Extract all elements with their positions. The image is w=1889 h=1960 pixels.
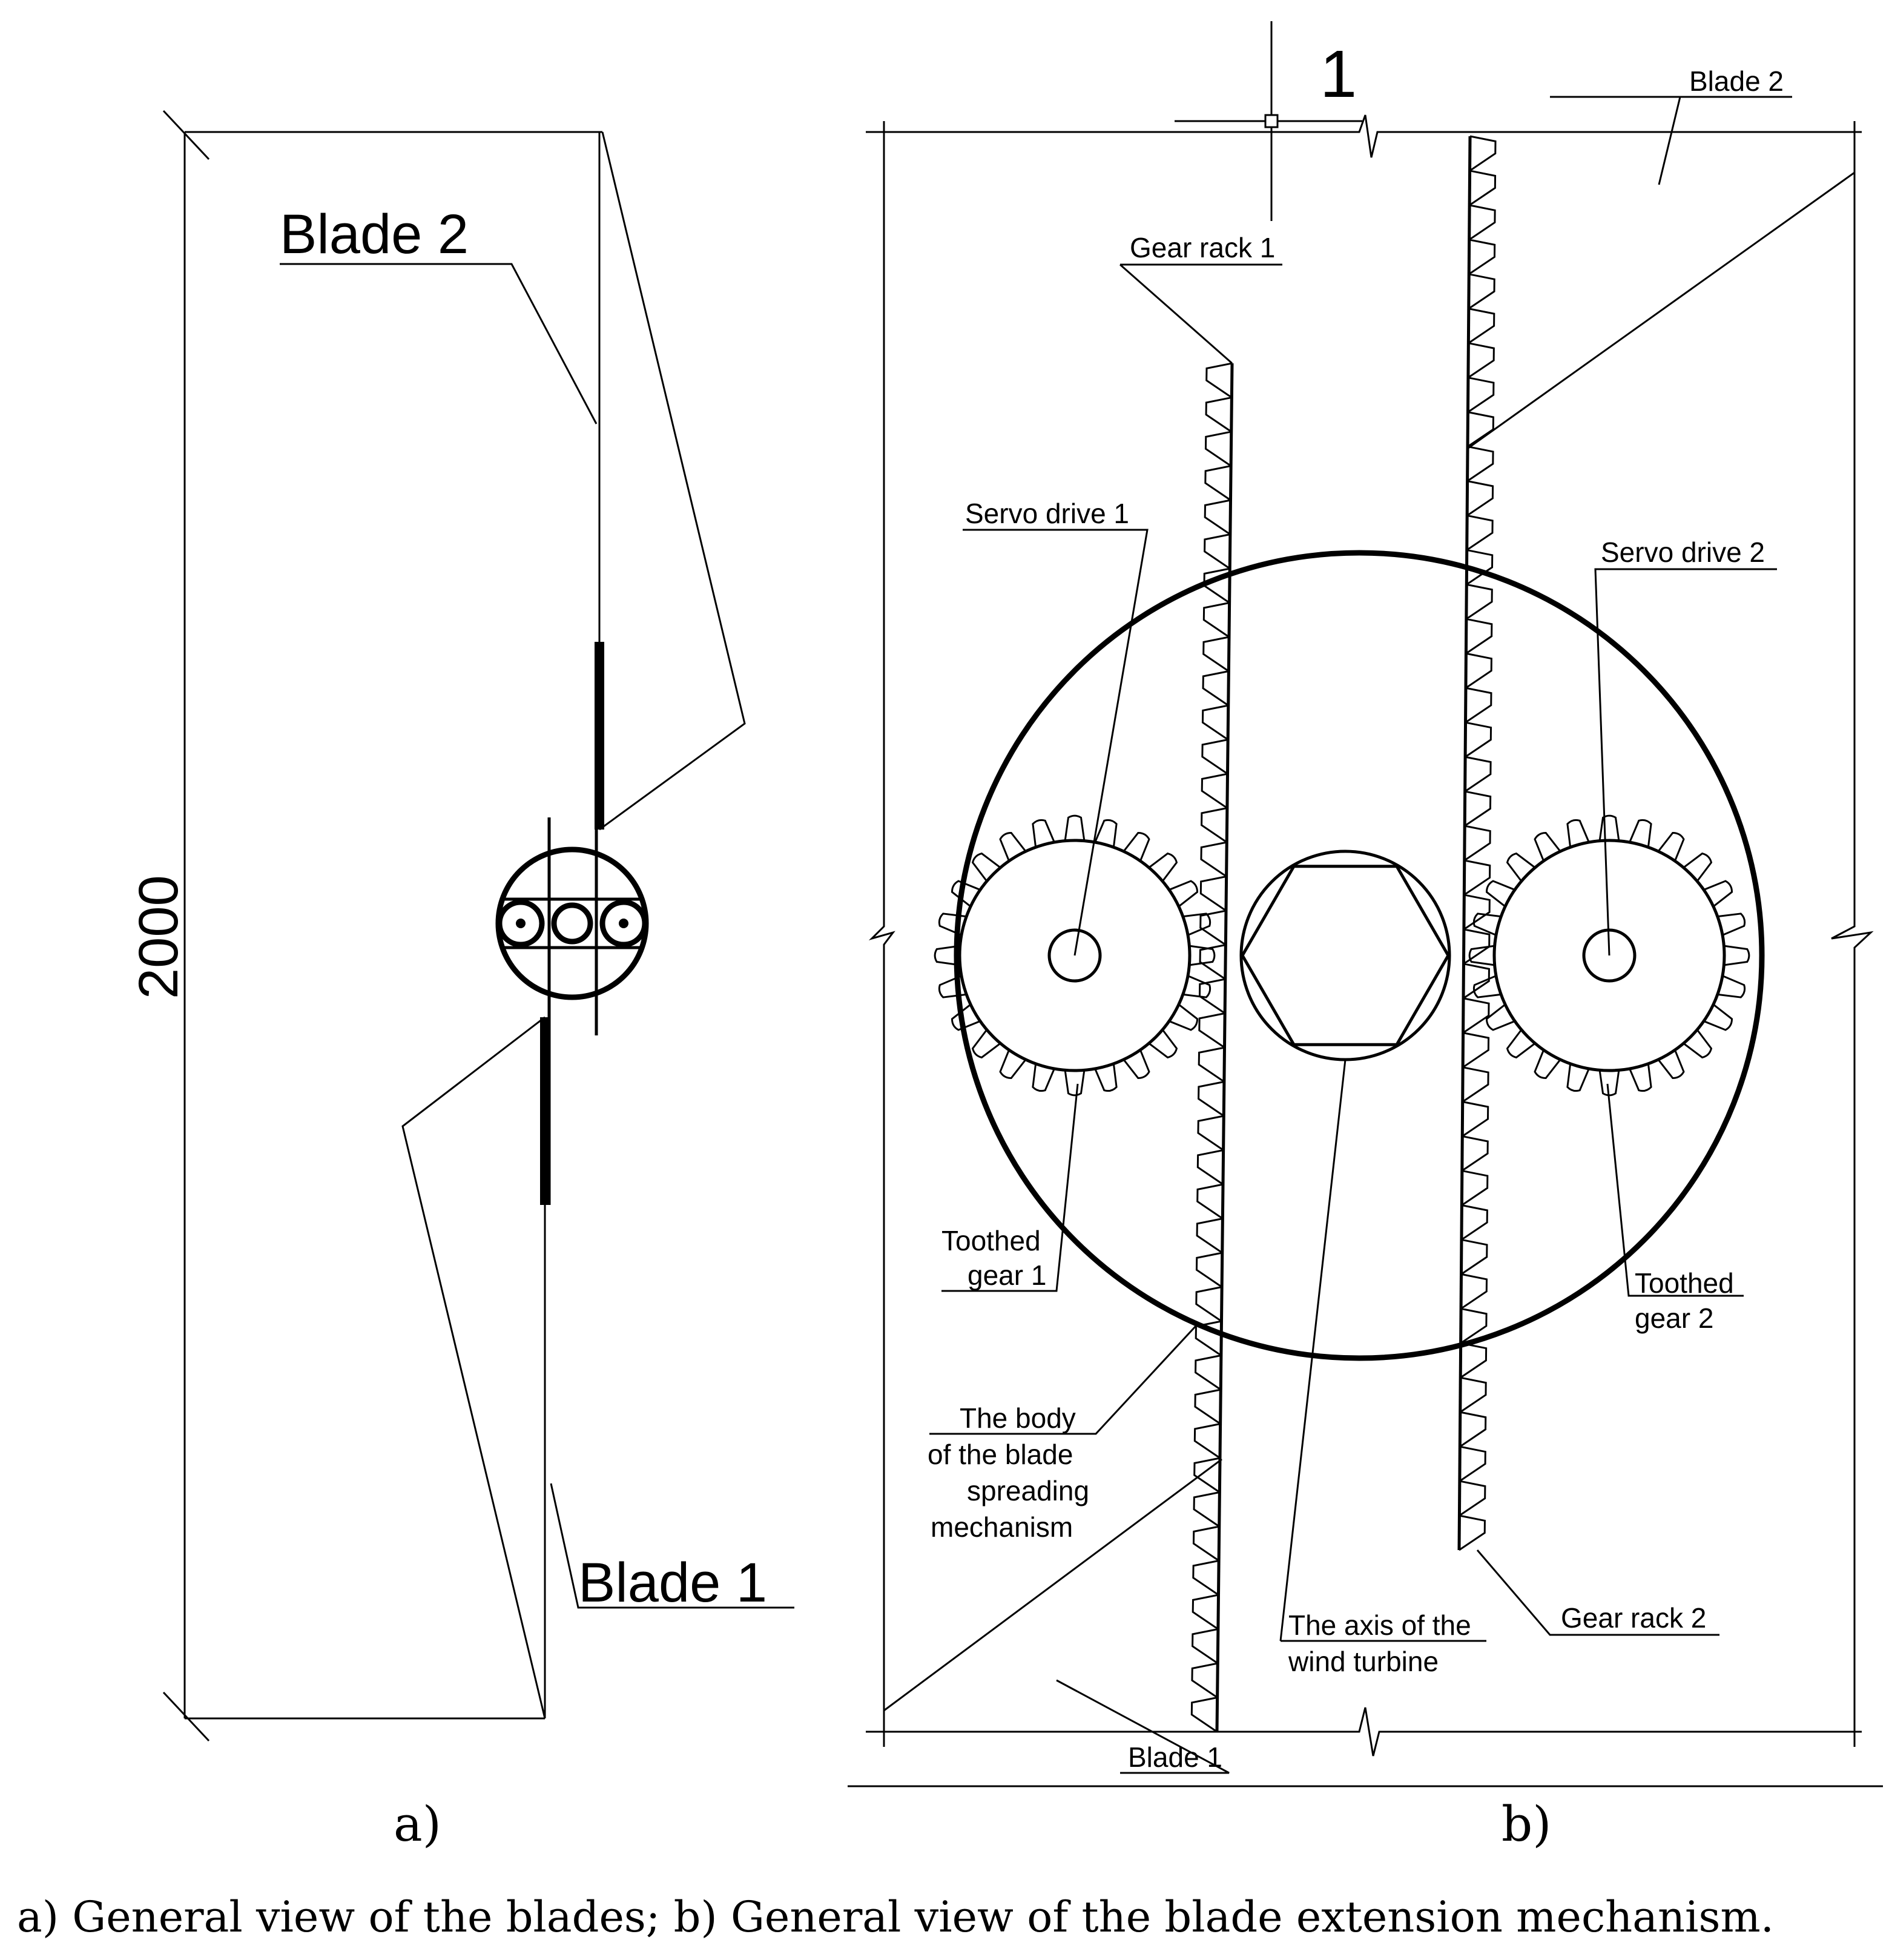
servo-shaft-1 xyxy=(1047,928,1102,983)
label-body-line3: spreading xyxy=(967,1475,1089,1506)
label-toothed-gear-2-line2: gear 2 xyxy=(1635,1302,1713,1334)
rack-1-teeth xyxy=(1190,362,1233,1733)
blade-outline xyxy=(162,110,746,1742)
dimension-2000: 2000 xyxy=(128,875,190,999)
blade-2-edge xyxy=(1468,171,1855,449)
label-toothed-gear-2-line1: Toothed xyxy=(1635,1267,1734,1299)
label-blade-2-a: Blade 2 xyxy=(280,203,469,265)
label-blade-2-b: Blade 2 xyxy=(1689,65,1784,97)
view-a-general-blades: Blade 2 Blade 1 2000 a) xyxy=(128,110,794,1852)
label-blade-1-b: Blade 1 xyxy=(1128,1741,1222,1773)
blade-1-leader xyxy=(550,1483,794,1609)
label-gear-rack-2: Gear rack 2 xyxy=(1561,1602,1706,1634)
gear-rack-1 xyxy=(1190,362,1234,1733)
servo-shaft-2 xyxy=(1582,928,1637,983)
label-body-line1: The body xyxy=(960,1402,1076,1434)
leaders-b xyxy=(929,96,1792,1774)
label-body-line4: mechanism xyxy=(931,1511,1073,1543)
label-servo-drive-2: Servo drive 2 xyxy=(1601,536,1765,568)
label-blade-1-a: Blade 1 xyxy=(578,1552,767,1614)
gear-1-teeth xyxy=(934,814,1216,1097)
figure-caption: a) General view of the blades; b) Genera… xyxy=(17,1892,1774,1942)
gear-2-teeth xyxy=(1468,814,1750,1097)
label-body-line2: of the blade xyxy=(928,1439,1073,1470)
sub-label-b: b) xyxy=(1502,1796,1551,1852)
section-mark-1: 1 xyxy=(1320,37,1357,111)
blade-shafts xyxy=(540,642,604,1205)
label-toothed-gear-1-line1: Toothed xyxy=(941,1225,1041,1256)
label-gear-rack-1: Gear rack 1 xyxy=(1130,232,1275,263)
blade-1-edge xyxy=(883,1458,1222,1712)
sub-label-a: a) xyxy=(394,1796,441,1852)
toothed-gear-2 xyxy=(1468,814,1750,1097)
toothed-gear-1 xyxy=(934,814,1216,1097)
label-axis-line2: wind turbine xyxy=(1288,1646,1439,1677)
label-servo-drive-1: Servo drive 1 xyxy=(965,498,1129,529)
rack-2-teeth xyxy=(1459,135,1497,1551)
mechanism-body-circle xyxy=(954,550,1765,1361)
gear-rack-2 xyxy=(1457,135,1497,1551)
view-b-extension-mechanism: 1 Blade 2 Gear rack 1 Servo drive 1 Serv… xyxy=(848,21,1883,1852)
label-toothed-gear-1-line2: gear 1 xyxy=(968,1259,1046,1291)
hub-assembly xyxy=(495,846,649,1000)
turbine-axis xyxy=(1239,850,1451,1061)
section-frame xyxy=(848,21,1883,1787)
blade-2-leader xyxy=(280,263,598,424)
label-axis-line1: The axis of the xyxy=(1288,1609,1471,1641)
